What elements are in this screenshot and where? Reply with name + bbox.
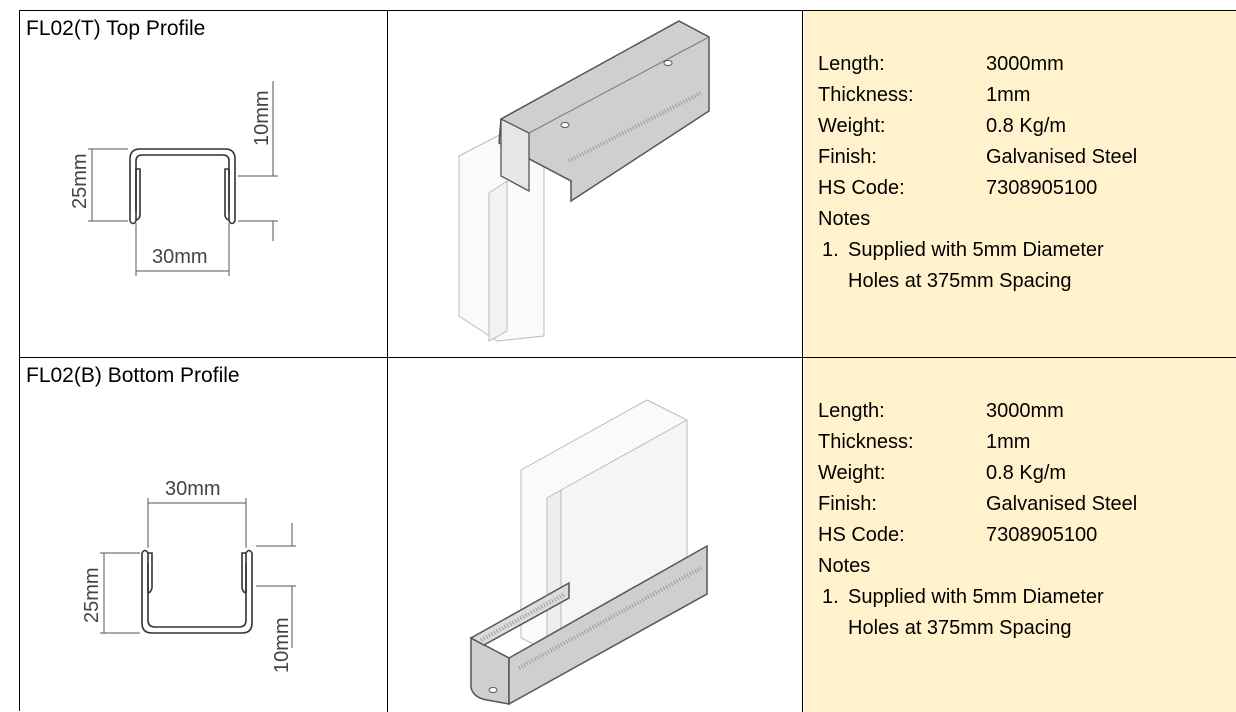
spec-row-thickness: Thickness: 1mm xyxy=(818,80,1137,111)
height-dim-label: 25mm xyxy=(81,567,103,623)
spec-key: Weight: xyxy=(818,115,886,137)
spec-list: Length: 3000mm Thickness: 1mm Weight: 0.8 K… xyxy=(818,396,1137,644)
spec-row-finish: Finish: Galvanised Steel xyxy=(818,142,1137,173)
note-line-2: Holes at 375mm Spacing xyxy=(848,617,1072,639)
profile-drawing-cell: FL02(T) Top Profile xyxy=(20,11,388,357)
spec-value: 3000mm xyxy=(986,400,1064,422)
bottom-profile-isometric-illustration xyxy=(469,399,708,706)
lip-dim-label: 10mm xyxy=(271,617,293,673)
spec-key: Thickness: xyxy=(818,84,914,106)
spec-value: 1mm xyxy=(986,84,1031,106)
spec-row-thickness: Thickness: 1mm xyxy=(818,427,1137,458)
spec-key: HS Code: xyxy=(818,177,905,199)
width-dim-label: 30mm xyxy=(152,246,208,268)
spec-row-hs-code: HS Code: 7308905100 xyxy=(818,173,1137,204)
note-line-2: Holes at 375mm Spacing xyxy=(848,270,1072,292)
top-profile-section-drawing: 25mm 10mm 30mm xyxy=(69,81,278,276)
table-row-top-profile: FL02(T) Top Profile xyxy=(20,11,1236,358)
top-profile-isometric-illustration xyxy=(458,20,710,342)
spec-value: 7308905100 xyxy=(986,177,1098,199)
profile-title: FL02(T) Top Profile xyxy=(26,17,206,40)
spec-row-finish: Finish: Galvanised Steel xyxy=(818,489,1137,520)
spec-table: FL02(T) Top Profile xyxy=(19,10,1236,712)
notes-heading: Notes xyxy=(818,555,871,577)
spec-cell: Length: 3000mm Thickness: 1mm Weight: 0.8 K… xyxy=(804,358,1236,712)
note-item: 1. Supplied with 5mm Diameter Holes at 3… xyxy=(818,235,1137,297)
lip-dim-label: 10mm xyxy=(251,90,273,146)
isometric-image-cell xyxy=(389,358,803,712)
profile-title: FL02(B) Bottom Profile xyxy=(26,364,240,387)
spec-row-hs-code: HS Code: 7308905100 xyxy=(818,520,1137,551)
spec-key: Length: xyxy=(818,400,885,422)
height-dim-label: 25mm xyxy=(69,153,91,209)
spec-value: 3000mm xyxy=(986,53,1064,75)
note-line-1: Supplied with 5mm Diameter xyxy=(848,239,1104,261)
note-line-1: Supplied with 5mm Diameter xyxy=(848,586,1104,608)
bottom-profile-section-drawing: 25mm 10mm 30mm xyxy=(81,478,296,673)
profile-drawing-cell: FL02(B) Bottom Profile xyxy=(20,358,388,712)
spec-key: Length: xyxy=(818,53,885,75)
spec-row-weight: Weight: 0.8 Kg/m xyxy=(818,111,1137,142)
note-item: 1. Supplied with 5mm Diameter Holes at 3… xyxy=(818,582,1137,644)
spec-key: Thickness: xyxy=(818,431,914,453)
isometric-image-cell xyxy=(389,11,803,357)
spec-row-length: Length: 3000mm xyxy=(818,49,1137,80)
spec-value: 1mm xyxy=(986,431,1031,453)
spec-value: Galvanised Steel xyxy=(986,146,1138,168)
note-number: 1. xyxy=(822,239,839,261)
spec-value: 0.8 Kg/m xyxy=(986,462,1067,484)
spec-list: Length: 3000mm Thickness: 1mm Weight: 0.8 K… xyxy=(818,49,1137,297)
spec-key: Finish: xyxy=(818,493,877,515)
spec-key: Finish: xyxy=(818,146,877,168)
spec-cell: Length: 3000mm Thickness: 1mm Weight: 0.8 K… xyxy=(804,11,1236,357)
spec-key: Weight: xyxy=(818,462,886,484)
spec-key: HS Code: xyxy=(818,524,905,546)
note-number: 1. xyxy=(822,586,839,608)
spec-value: 7308905100 xyxy=(986,524,1098,546)
notes-heading: Notes xyxy=(818,208,871,230)
table-row-bottom-profile: FL02(B) Bottom Profile xyxy=(20,358,1236,712)
spec-value: 0.8 Kg/m xyxy=(986,115,1067,137)
spec-row-length: Length: 3000mm xyxy=(818,396,1137,427)
spec-row-weight: Weight: 0.8 Kg/m xyxy=(818,458,1137,489)
width-dim-label: 30mm xyxy=(165,478,221,500)
spec-value: Galvanised Steel xyxy=(986,493,1138,515)
